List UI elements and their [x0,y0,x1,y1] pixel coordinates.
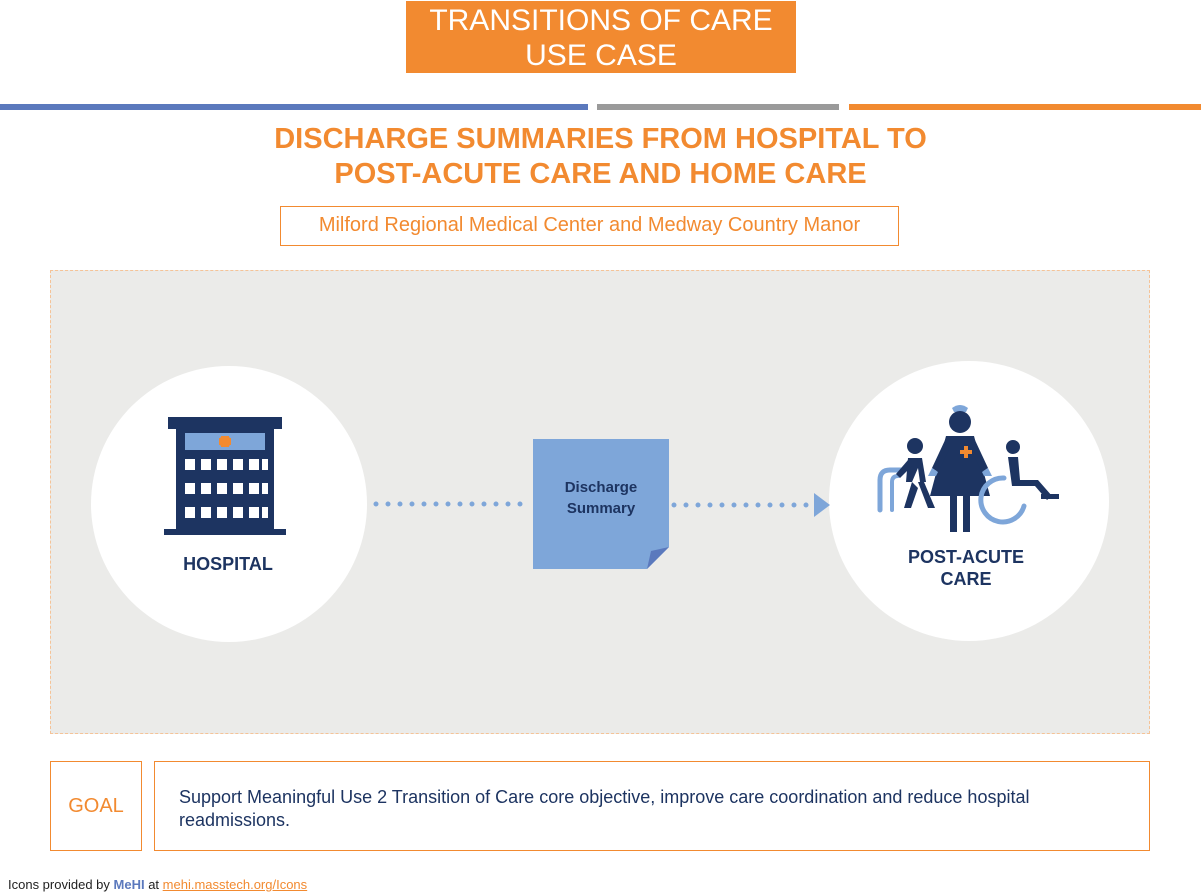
icon-credit: Icons provided by MeHI at mehi.masstech.… [8,877,307,892]
post-acute-label: POST-ACUTE CARE [868,546,1064,590]
headline-line-2: POST-ACUTE CARE AND HOME CARE [334,158,867,190]
doc-label-line-1: Discharge [564,479,638,496]
credit-middle: at [144,877,163,892]
hospital-label: HOSPITAL [183,554,273,574]
dotted-connector-right [671,493,830,517]
divider-gray [597,104,839,110]
title-line-1: TRANSITIONS OF CARE [429,4,773,37]
post-acute-label-line-1: POST-ACUTE [907,547,1024,567]
document-note-icon [533,439,669,569]
credit-prefix: Icons provided by [8,877,114,892]
credit-brand: MeHI [113,877,145,892]
doc-label-line-2: Summary [566,500,636,517]
divider-blue [0,104,588,110]
post-acute-label-line-2: CARE [940,569,992,589]
nurse-patients-icon [877,405,1059,532]
discharge-summary-label: Discharge Summary [533,477,669,519]
title-banner: TRANSITIONS OF CARE USE CASE [406,1,796,73]
credit-link[interactable]: mehi.masstech.org/Icons [162,877,308,892]
dotted-connector-left [373,501,534,507]
hospital-building-icon [164,417,286,535]
goal-tag: GOAL [50,761,142,851]
headline-line-1: DISCHARGE SUMMARIES FROM HOSPITAL TO [274,123,927,155]
subtitle-box: Milford Regional Medical Center and Medw… [280,206,899,246]
goal-description: Support Meaningful Use 2 Transition of C… [154,761,1150,851]
title-line-2: USE CASE [525,39,677,72]
headline: DISCHARGE SUMMARIES FROM HOSPITAL TO POS… [0,122,1201,192]
divider-orange [849,104,1201,110]
